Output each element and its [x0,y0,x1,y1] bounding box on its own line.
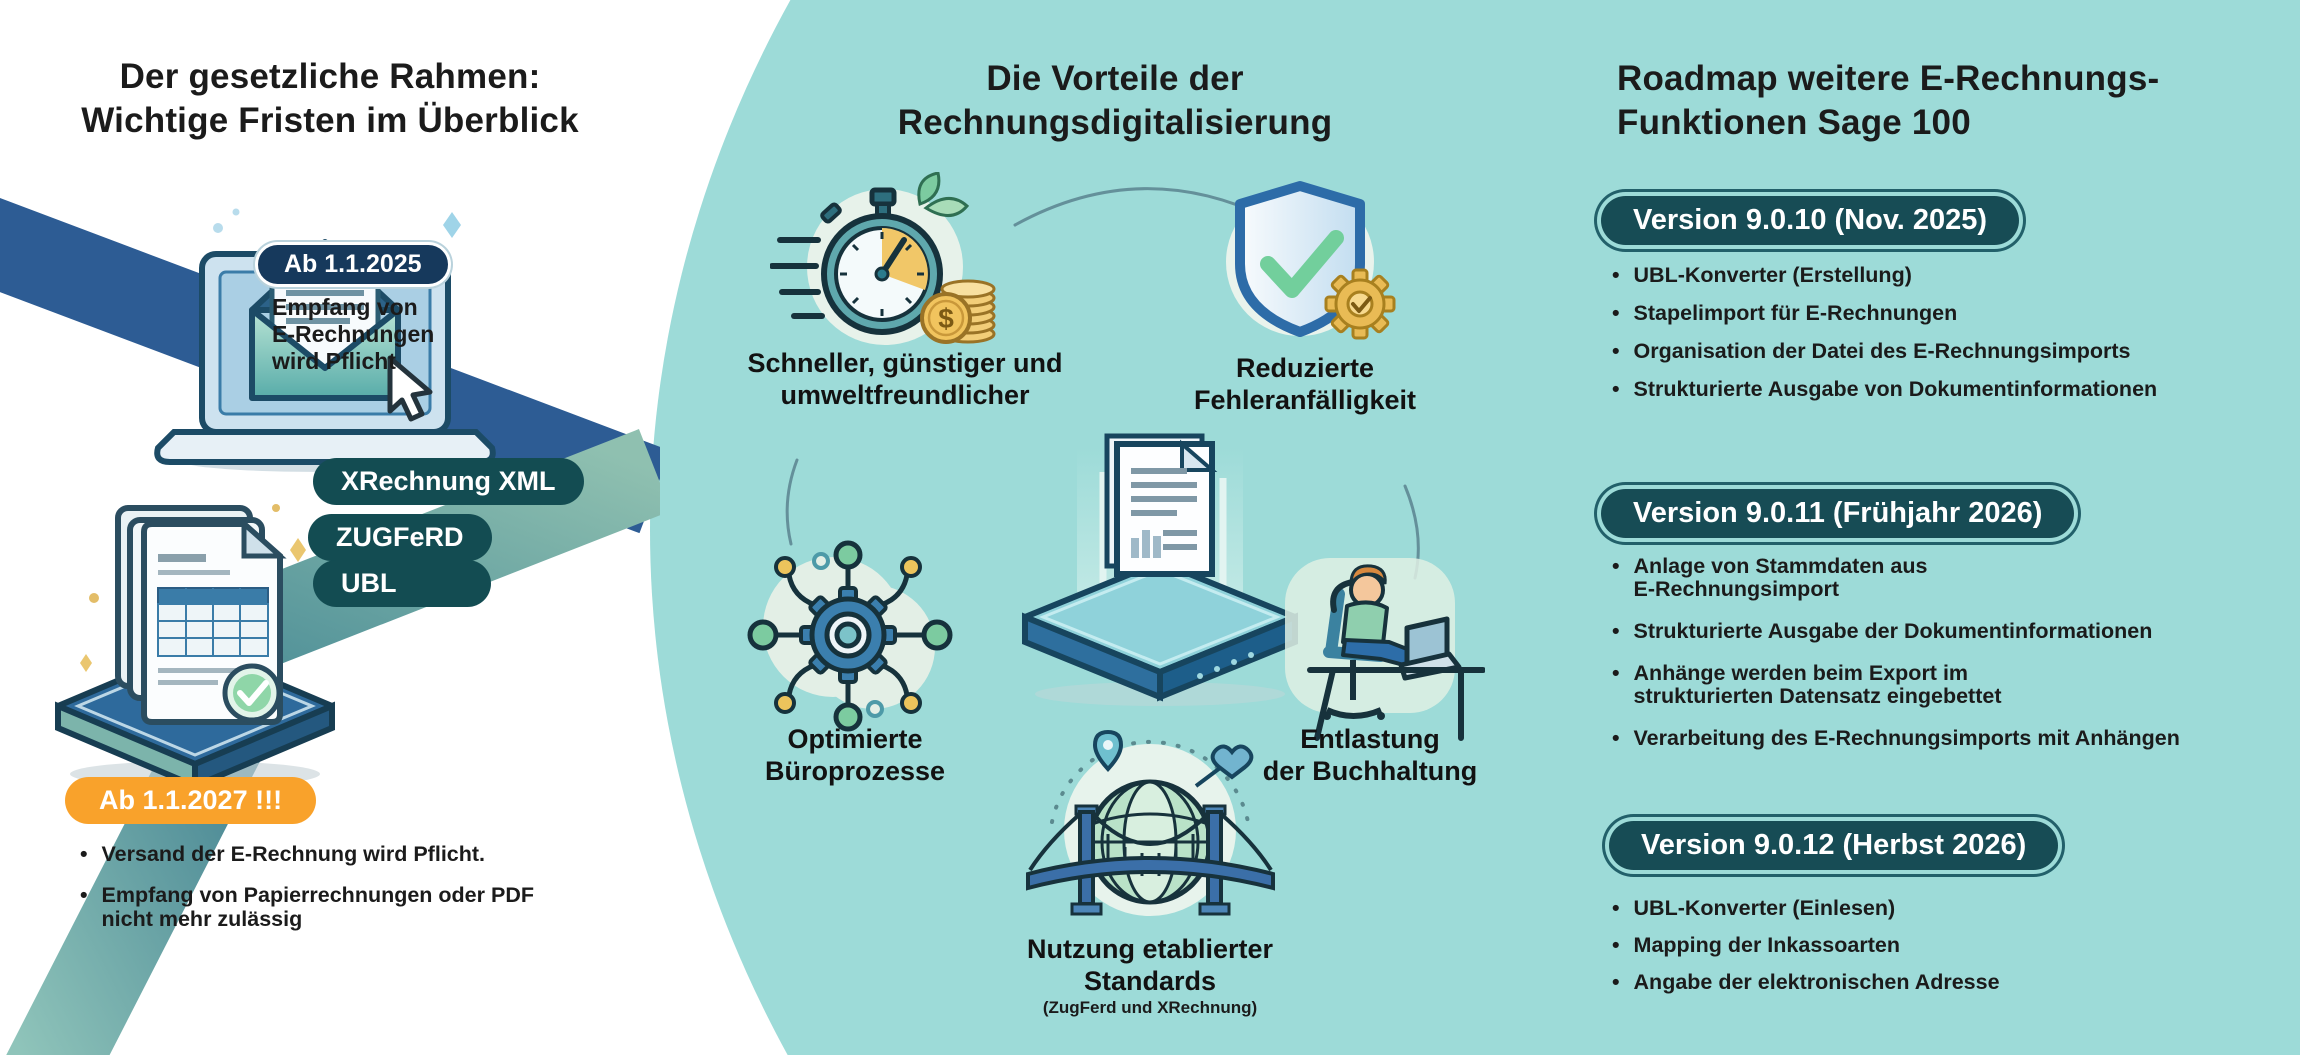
mini-bar-chart-icon [1131,530,1161,558]
leaf-icon [923,197,970,217]
list-item: Stapelimport für E-Rechnungen [1612,302,2292,325]
list-item: Versand der E-Rechnung wird Pflicht. [80,842,600,866]
version-badge-9010: Version 9.0.10 (Nov. 2025) [1601,196,2020,245]
invoice-documents-illustration [55,504,335,791]
list-item: Strukturierte Ausgabe von Dokumentinform… [1612,378,2292,401]
gear-network-icon [747,540,953,732]
benefit-label-errors: Reduzierte Fehleranfälligkeit [1193,353,1417,415]
list-item: UBL-Konverter (Erstellung) [1612,264,2292,287]
center-title-line2: Rechnungsdigitalisierung [897,103,1333,143]
benefit-label-accounting: Entlastung der Buchhaltung [1262,724,1478,786]
benefit-label-office: Optimierte Büroprozesse [764,724,946,786]
benefit-sublabel-standards: (ZugFerd und XRechnung) [1042,998,1258,1017]
gear-icon [1324,268,1396,340]
format-badge-xrechnung: XRechnung XML [313,458,584,505]
version-badge-9011: Version 9.0.11 (Frühjahr 2026) [1601,489,2075,538]
list-item: Anlage von Stammdaten aus E-Rechnungsimp… [1612,555,2300,601]
sparkle-icon [290,538,306,562]
list-item: Empfang von Papierrechnungen oder PDF ni… [80,883,600,931]
map-pin-icon [1092,729,1124,772]
list-item: Strukturierte Ausgabe der Dokumentinform… [1612,620,2300,643]
stopwatch-coins-icon: $ [770,172,996,345]
deadline-2025-description: Empfang von E-Rechnungen wird Pflicht [272,294,435,374]
list-item: Organisation der Datei des E-Rechnungsim… [1612,340,2292,363]
list-item: Anhänge werden beim Export im strukturie… [1612,662,2300,708]
center-section-title: Die Vorteile der Rechnungsdigitalisierun… [880,57,1350,145]
deadline-2027-bullet-list: Versand der E-Rechnung wird Pflicht. Emp… [80,842,600,931]
left-section-title: Der gesetzliche Rahmen: Wichtige Fristen… [30,55,630,143]
benefit-label-faster: Schneller, günstiger und umweltfreundlic… [747,348,1063,410]
right-section-title: Roadmap weitere E-Rechnungs- Funktionen … [1617,57,2277,145]
format-badge-ubl: UBL [313,560,491,607]
left-title-line1: Der gesetzliche Rahmen: [119,57,541,96]
relaxed-person-icon [1285,558,1485,741]
list-item: Mapping der Inkassoarten [1612,934,2292,957]
version-9011-list: Anlage von Stammdaten aus E-Rechnungsimp… [1612,555,2300,750]
bridge-icon [1026,804,1275,916]
list-item: UBL-Konverter (Einlesen) [1612,897,2292,920]
list-item: Angabe der elektronischen Adresse [1612,971,2292,994]
right-title-line2: Funktionen Sage 100 [1617,103,1971,143]
deadline-2025-badge: Ab 1.1.2025 [258,245,448,284]
format-badge-zugferd: ZUGFeRD [308,514,492,561]
center-title-line1: Die Vorteile der [986,59,1244,98]
deadline-2027-label: Ab 1.1.2027 !!! [65,777,317,824]
heart-icon [1210,744,1254,780]
sparkle-icon [443,212,461,238]
document-device-icon [1022,433,1298,706]
list-item: Verarbeitung des E-Rechnungsimports mit … [1612,727,2300,750]
benefit-label-standards: Nutzung etablierter Standards [1026,934,1274,996]
deadline-2025-label: Ab 1.1.2025 [258,245,448,284]
deadline-2027-badge: Ab 1.1.2027 !!! [65,777,317,824]
cursor-icon [387,355,433,422]
version-badge-9012: Version 9.0.12 (Herbst 2026) [1609,821,2059,870]
svg-text:$: $ [938,303,954,334]
checkmark-icon [237,680,269,706]
left-title-line2: Wichtige Fristen im Überblick [81,101,579,141]
right-title-line1: Roadmap weitere E-Rechnungs- [1617,59,2160,98]
version-9012-list: UBL-Konverter (Einlesen) Mapping der Ink… [1612,897,2292,994]
version-9010-list: UBL-Konverter (Erstellung) Stapelimport … [1612,264,2292,401]
leaf-icon [917,172,941,206]
shield-check-icon [1226,181,1396,340]
checkmark-icon [1260,230,1344,298]
globe-bridge-icon [1026,729,1275,916]
